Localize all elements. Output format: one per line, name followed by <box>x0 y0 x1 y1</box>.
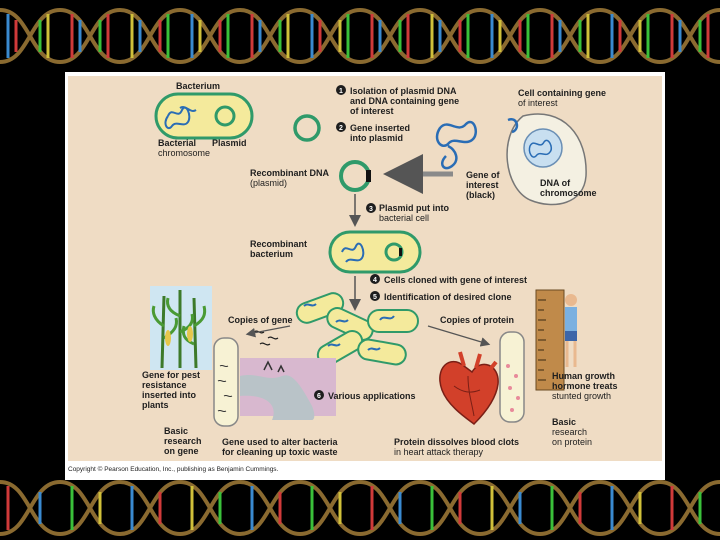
toxic-waste-landscape <box>240 358 336 420</box>
label-recombinant-bacterium-1: Recombinant <box>250 239 307 249</box>
copyright-notice: Copyright © Pearson Education, Inc., pub… <box>68 466 279 473</box>
svg-text:Plasmid put into: Plasmid put into <box>379 203 450 213</box>
label-pest-4: plants <box>142 400 169 410</box>
label-bacterium: Bacterium <box>176 81 220 91</box>
step-4: 4 Cells cloned with gene of interest <box>370 274 527 285</box>
svg-text:Gene inserted: Gene inserted <box>350 123 410 133</box>
recombinant-bacterium <box>328 230 422 274</box>
label-bacterial-chromosome-1: Bacterial <box>158 138 196 148</box>
svg-text:Cells cloned with gene of inte: Cells cloned with gene of interest <box>384 275 527 285</box>
svg-text:3: 3 <box>369 206 373 213</box>
label-recombinant-bacterium-2: bacterium <box>250 249 293 259</box>
label-hgh-1: Human growth <box>552 371 615 381</box>
corn-plants <box>150 286 212 370</box>
bacterium-illustration <box>154 92 254 140</box>
label-gene-of-interest-3: (black) <box>466 190 495 200</box>
label-gene-of-interest-2: interest <box>466 180 499 190</box>
label-toxic-2: for cleaning up toxic waste <box>222 447 338 457</box>
gene-test-tube <box>213 337 239 427</box>
label-basic-protein-2: research <box>552 427 587 437</box>
dna-helix-banner-bottom <box>0 468 720 540</box>
height-chart-child <box>535 289 577 391</box>
step-6: 6 Various applications <box>314 390 416 401</box>
label-cell-containing-1: Cell containing gene <box>518 88 606 98</box>
label-basic-gene-1: Basic <box>164 426 188 436</box>
label-pest-3: inserted into <box>142 390 197 400</box>
step-2: 2 Gene inserted into plasmid <box>336 122 410 143</box>
label-basic-gene-2: research <box>164 436 202 446</box>
protein-test-tube <box>499 331 525 423</box>
dna-helix-banner-top <box>0 0 720 72</box>
cloned-bacteria <box>295 292 419 366</box>
label-basic-gene-3: on gene <box>164 446 199 456</box>
label-pest-2: resistance <box>142 380 187 390</box>
label-hgh-3: stunted growth <box>552 391 611 401</box>
eukaryotic-cell <box>506 113 587 206</box>
svg-text:Isolation of plasmid DNA: Isolation of plasmid DNA <box>350 86 457 96</box>
label-pest-1: Gene for pest <box>142 370 200 380</box>
label-heart-2: in heart attack therapy <box>394 447 484 457</box>
gene-cloning-diagram: Bacterium Bacterial chromosome Plasmid 1… <box>142 81 618 457</box>
svg-text:and DNA containing gene: and DNA containing gene <box>350 96 459 106</box>
recombinant-plasmid <box>339 160 371 192</box>
label-plasmid: Plasmid <box>212 138 247 148</box>
label-recombinant-dna-2: (plasmid) <box>250 178 287 188</box>
svg-text:5: 5 <box>373 294 377 301</box>
label-copies-of-protein: Copies of protein <box>440 315 514 325</box>
svg-text:of interest: of interest <box>350 106 394 116</box>
svg-text:6: 6 <box>317 393 321 400</box>
isolated-plasmid <box>293 114 321 142</box>
step-5: 5 Identification of desired clone <box>370 291 512 302</box>
step-1: 1 Isolation of plasmid DNA and DNA conta… <box>336 85 459 116</box>
heart-illustration <box>436 351 502 425</box>
label-gene-of-interest-1: Gene of <box>466 170 501 180</box>
svg-text:1: 1 <box>339 88 343 95</box>
step-3: 3 Plasmid put into bacterial cell <box>366 203 450 223</box>
svg-text:Identification of desired clon: Identification of desired clone <box>384 292 512 302</box>
label-hgh-2: hormone treats <box>552 381 618 391</box>
label-toxic-1: Gene used to alter bacteria <box>222 437 339 447</box>
label-heart-1: Protein dissolves blood clots <box>394 437 519 447</box>
svg-text:4: 4 <box>373 277 377 284</box>
svg-text:2: 2 <box>339 125 343 132</box>
svg-text:into plasmid: into plasmid <box>350 133 403 143</box>
label-basic-protein-1: Basic <box>552 417 576 427</box>
svg-text:Various applications: Various applications <box>328 391 416 401</box>
svg-text:bacterial cell: bacterial cell <box>379 213 429 223</box>
label-copies-of-gene: Copies of gene <box>228 315 293 325</box>
label-dna-of-chromosome-1: DNA of <box>540 178 571 188</box>
label-bacterial-chromosome-2: chromosome <box>158 148 210 158</box>
isolated-dna-strands <box>435 120 477 170</box>
label-cell-containing-2: of interest <box>518 98 558 108</box>
label-basic-protein-3: on protein <box>552 437 592 447</box>
label-dna-of-chromosome-2: chromosome <box>540 188 597 198</box>
label-recombinant-dna-1: Recombinant DNA <box>250 168 330 178</box>
